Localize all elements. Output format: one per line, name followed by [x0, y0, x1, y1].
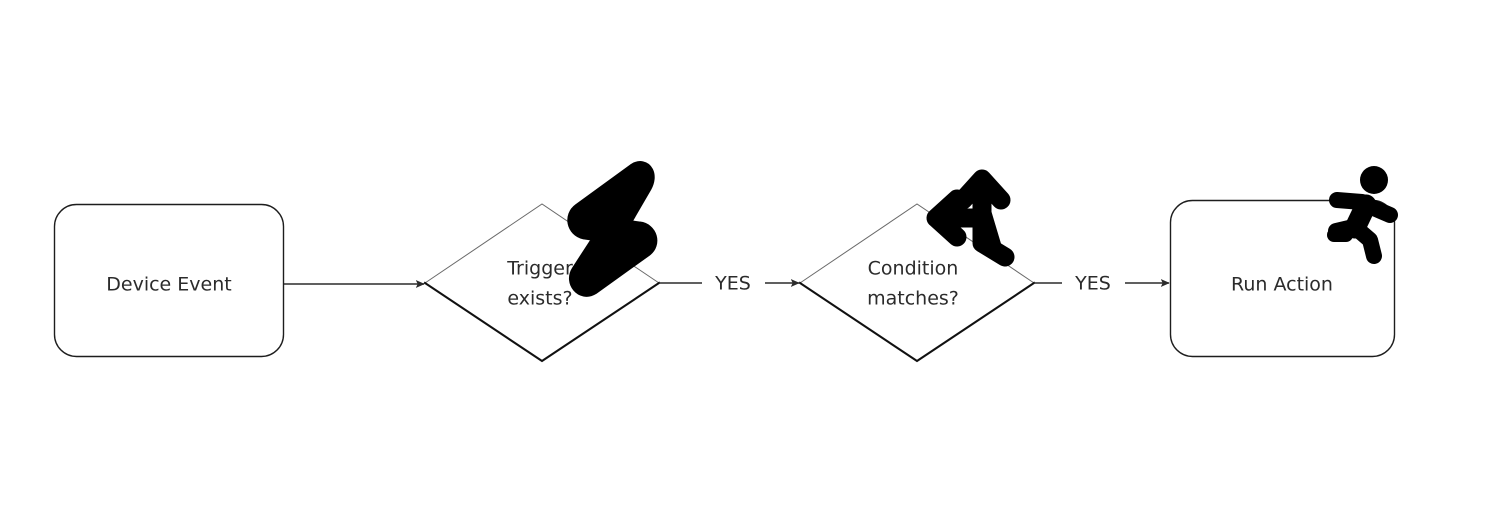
run-action-label: Run Action	[1231, 274, 1333, 296]
condition-diamond-lower-edges[interactable]	[798, 281, 1036, 363]
node-trigger-exists[interactable]: Trigger exists?	[423, 161, 661, 363]
branch-arrow-icon	[926, 169, 1015, 267]
node-run-action[interactable]: Run Action	[1169, 166, 1398, 358]
condition-matches-label-line-1: Condition	[868, 258, 959, 280]
node-device-event[interactable]: Device Event	[53, 203, 285, 358]
device-event-label: Device Event	[106, 274, 231, 296]
lightning-bolt-icon	[567, 161, 658, 297]
edge-3-label: YES	[1074, 273, 1111, 295]
device-event-shape[interactable]	[53, 203, 285, 358]
condition-matches-label-line-2: matches?	[867, 288, 959, 310]
trigger-diamond-lower-edges[interactable]	[423, 281, 661, 363]
trigger-exists-label-line-1: Trigger	[506, 258, 573, 280]
edge-trigger-to-condition: YES	[659, 273, 800, 295]
edge-condition-to-run-action: YES	[1034, 273, 1170, 295]
running-person-icon	[1327, 166, 1398, 264]
trigger-exists-label-line-2: exists?	[507, 288, 572, 310]
node-condition-matches[interactable]: Condition matches?	[798, 169, 1036, 363]
edge-2-label: YES	[714, 273, 751, 295]
